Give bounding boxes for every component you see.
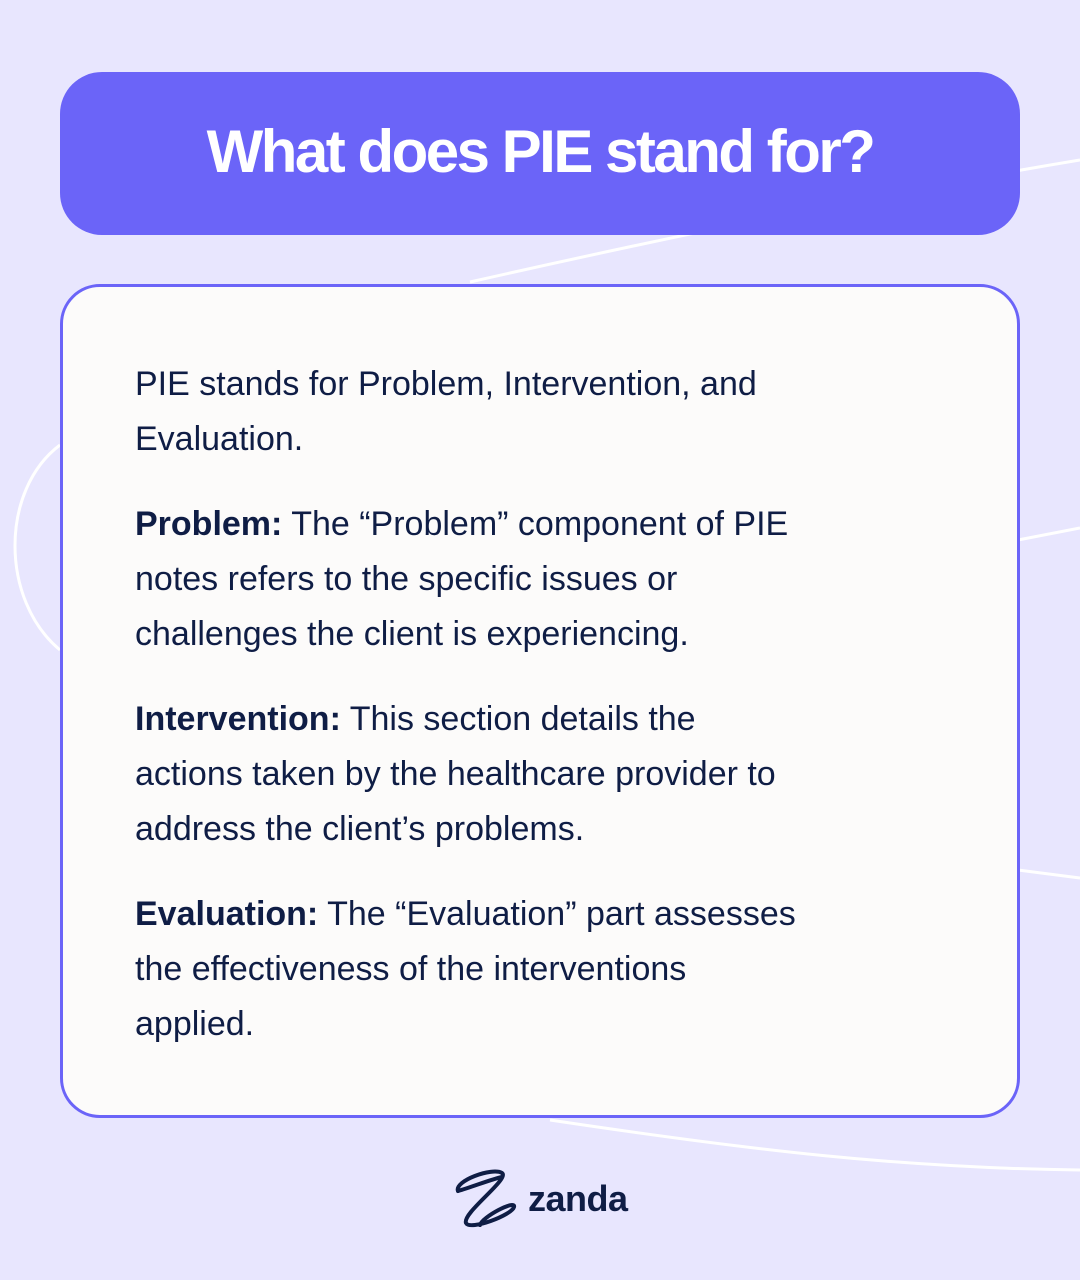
problem-paragraph: Problem: The “Problem” component of PIE … xyxy=(135,497,955,662)
zanda-scribble-icon xyxy=(455,1169,517,1227)
brand-name: zanda xyxy=(528,1178,628,1219)
problem-text: The “Problem” component of PIE notes ref… xyxy=(135,505,789,653)
intro-paragraph: PIE stands for Problem, Intervention, an… xyxy=(135,365,757,458)
evaluation-text: The “Evaluation” part assesses the effec… xyxy=(135,895,796,1043)
intervention-paragraph: Intervention: This section details the a… xyxy=(135,692,955,857)
intervention-text: This section details the actions taken b… xyxy=(135,700,776,848)
card-content: PIE stands for Problem, Intervention, an… xyxy=(135,357,955,1082)
problem-term: Problem: xyxy=(135,505,283,543)
intervention-term: Intervention: xyxy=(135,700,341,738)
evaluation-term: Evaluation: xyxy=(135,895,319,933)
evaluation-paragraph: Evaluation: The “Evaluation” part assess… xyxy=(135,887,955,1052)
content-card: PIE stands for Problem, Intervention, an… xyxy=(60,284,1020,1118)
zanda-logo: zanda xyxy=(452,1165,628,1233)
title-banner: What does PIE stand for? xyxy=(60,72,1020,235)
page-title: What does PIE stand for? xyxy=(206,118,876,185)
